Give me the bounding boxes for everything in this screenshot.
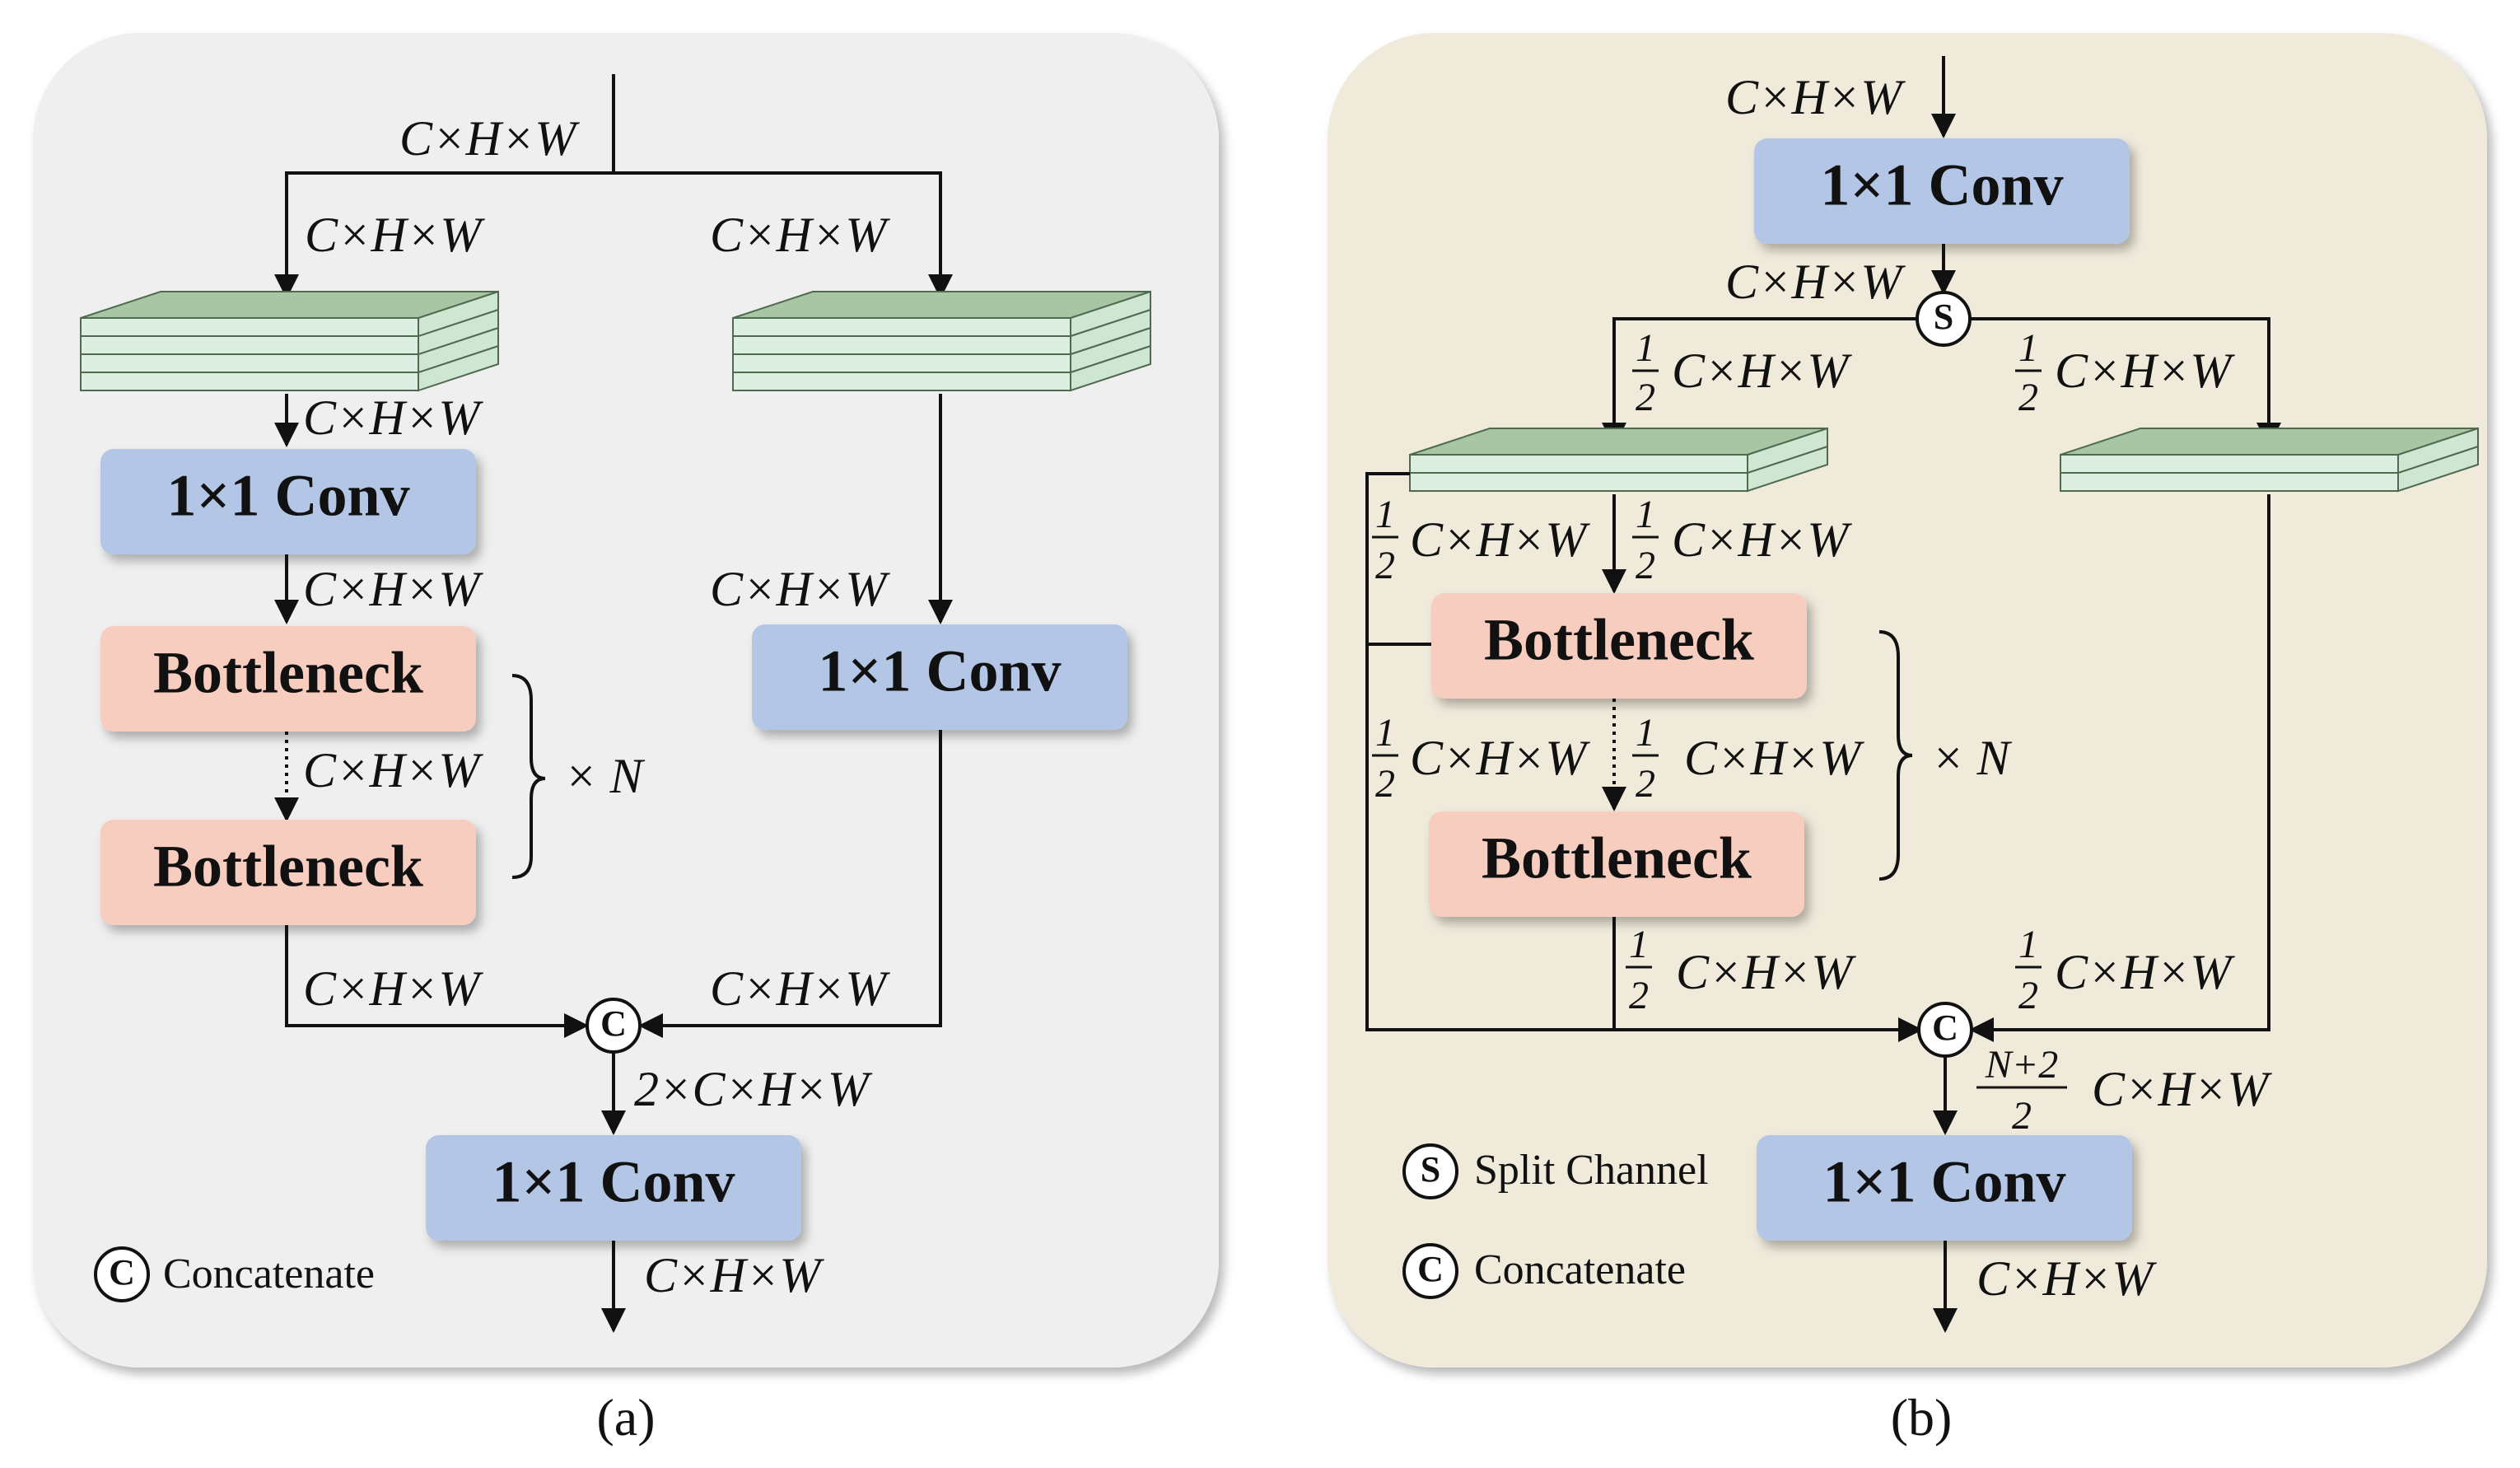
label-split-right-b: 1 2 C×H×W [2015,326,2235,419]
label-between-bottlenecks-left-b: 1 2 C×H×W [1372,711,1590,806]
repeat-label-b: × N [1931,731,2012,785]
panel-a: C×H×W C×H×W C×H×W [33,33,1219,1367]
concat-symbol-icon: C [586,998,642,1054]
conv-block-a-bottom-label: 1×1 Conv [492,1149,735,1215]
conv-block-a-right-label: 1×1 Conv [818,638,1061,704]
svg-text:2: 2 [1375,762,1395,806]
svg-text:1: 1 [1629,923,1649,966]
bottleneck-block-a-2-label: Bottleneck [153,834,423,900]
label-bottleneck-to-concat-b: 1 2 C×H×W [1626,923,1856,1017]
bottleneck-block-b-2-label: Bottleneck [1482,825,1752,891]
svg-text:C: C [600,1003,627,1044]
legend-split-b: S Split Channel [1402,1143,1709,1199]
label-right-to-concat-b: 1 2 C×H×W [2015,923,2235,1017]
svg-text:C×H×W: C×H×W [1684,731,1864,785]
feature-map-stack-icon [80,290,499,392]
svg-text:Concatenate: Concatenate [1474,1246,1686,1293]
conv-block-b-bottom-label: 1×1 Conv [1822,1149,2065,1215]
label-right-branch-a: C×H×W [710,208,890,262]
bottleneck-block-b-2 [1429,811,1804,917]
svg-text:C: C [1417,1249,1444,1289]
conv-block-a-left [100,449,476,554]
svg-text:S: S [1934,297,1953,337]
legend-concat-b: C Concatenate [1402,1243,1686,1299]
caption-a: (a) [596,1388,655,1447]
legend-concat-a: C Concatenate [94,1246,375,1302]
conv-block-a-bottom [426,1135,801,1241]
label-between-bottlenecks-right-b: 1 2 C×H×W [1632,711,1864,806]
svg-text:C×H×W: C×H×W [1672,512,1852,567]
conv-block-b-bottom [1757,1135,2132,1241]
label-between-bottlenecks-a: C×H×W [303,743,483,797]
svg-text:C: C [109,1252,135,1293]
svg-text:2: 2 [1636,762,1655,806]
brace-icon [511,674,546,879]
svg-text:C×H×W: C×H×W [1410,731,1590,785]
label-concat-output-a: 2×C×H×W [634,1062,873,1116]
bottleneck-block-a-1-label: Bottleneck [153,640,423,706]
bottleneck-block-a-2 [100,820,476,925]
svg-text:1: 1 [2018,326,2038,370]
svg-text:2: 2 [2018,974,2038,1017]
svg-text:1: 1 [1375,493,1395,536]
brace-icon [1878,630,1913,881]
svg-text:1: 1 [1636,493,1655,536]
label-concat-output-b: N+2 2 C×H×W [1976,1043,2272,1138]
bottleneck-block-b-1-label: Bottleneck [1484,607,1754,673]
conv-block-a-right [752,624,1127,730]
label-stack-to-conv-a: C×H×W [303,390,483,445]
label-output-a: C×H×W [644,1248,824,1302]
label-skip-b: 1 2 C×H×W [1372,493,1590,587]
label-output-b: C×H×W [1976,1251,2157,1306]
bottleneck-block-b-1 [1431,593,1807,699]
svg-text:N+2: N+2 [1985,1043,2058,1087]
svg-text:2: 2 [1629,974,1649,1017]
label-split-left-b: 1 2 C×H×W [1632,326,1852,419]
label-input-a: C×H×W [399,111,580,166]
conv-block-b-top [1754,138,2130,244]
svg-text:2: 2 [1375,544,1395,587]
label-conv-to-bottleneck-a: C×H×W [303,562,483,616]
panel-b-background [1328,33,2487,1367]
label-left-branch-a: C×H×W [305,208,485,262]
label-left-to-concat-a: C×H×W [303,961,483,1016]
svg-text:C×H×W: C×H×W [2055,945,2235,999]
svg-text:1: 1 [1375,711,1395,755]
svg-text:1: 1 [2018,923,2038,966]
svg-text:1: 1 [1636,711,1655,755]
bottleneck-block-a-1 [100,626,476,732]
label-right-to-concat-a: C×H×W [710,961,890,1016]
svg-text:C×H×W: C×H×W [1672,344,1852,398]
svg-text:C: C [1932,1007,1958,1048]
label-stack-to-bottleneck-b: 1 2 C×H×W [1632,493,1852,587]
split-symbol-icon: S [1916,291,1972,347]
svg-text:C×H×W: C×H×W [2055,344,2235,398]
svg-text:Concatenate: Concatenate [163,1251,375,1297]
svg-text:2: 2 [2018,376,2038,419]
svg-text:Split Channel: Split Channel [1474,1147,1709,1194]
svg-text:1: 1 [1636,326,1655,370]
repeat-label-a: × N [564,749,645,803]
conv-block-a-left-label: 1×1 Conv [166,463,409,529]
svg-text:S: S [1421,1149,1440,1190]
label-input-b: C×H×W [1725,70,1906,124]
caption-b: (b) [1891,1388,1953,1447]
svg-text:2: 2 [1636,376,1655,419]
feature-map-stack-icon [1409,427,1828,493]
svg-text:C×H×W: C×H×W [2092,1062,2272,1116]
svg-text:C×H×W: C×H×W [1410,512,1590,567]
svg-text:C×H×W: C×H×W [1676,945,1856,999]
label-stack-to-conv-right-a: C×H×W [710,562,890,616]
conv-block-b-top-label: 1×1 Conv [1820,152,2063,218]
concat-symbol-icon: C [1917,1002,1973,1058]
svg-text:2: 2 [2012,1094,2032,1138]
feature-map-stack-icon [2060,427,2479,493]
panel-b: C×H×W 1×1 Conv C×H×W S 1 2 C×H×W 1 2 C×H… [1328,33,2487,1367]
feature-map-stack-icon [732,290,1151,392]
label-conv-to-split-b: C×H×W [1725,255,1906,309]
svg-text:2: 2 [1636,544,1655,587]
